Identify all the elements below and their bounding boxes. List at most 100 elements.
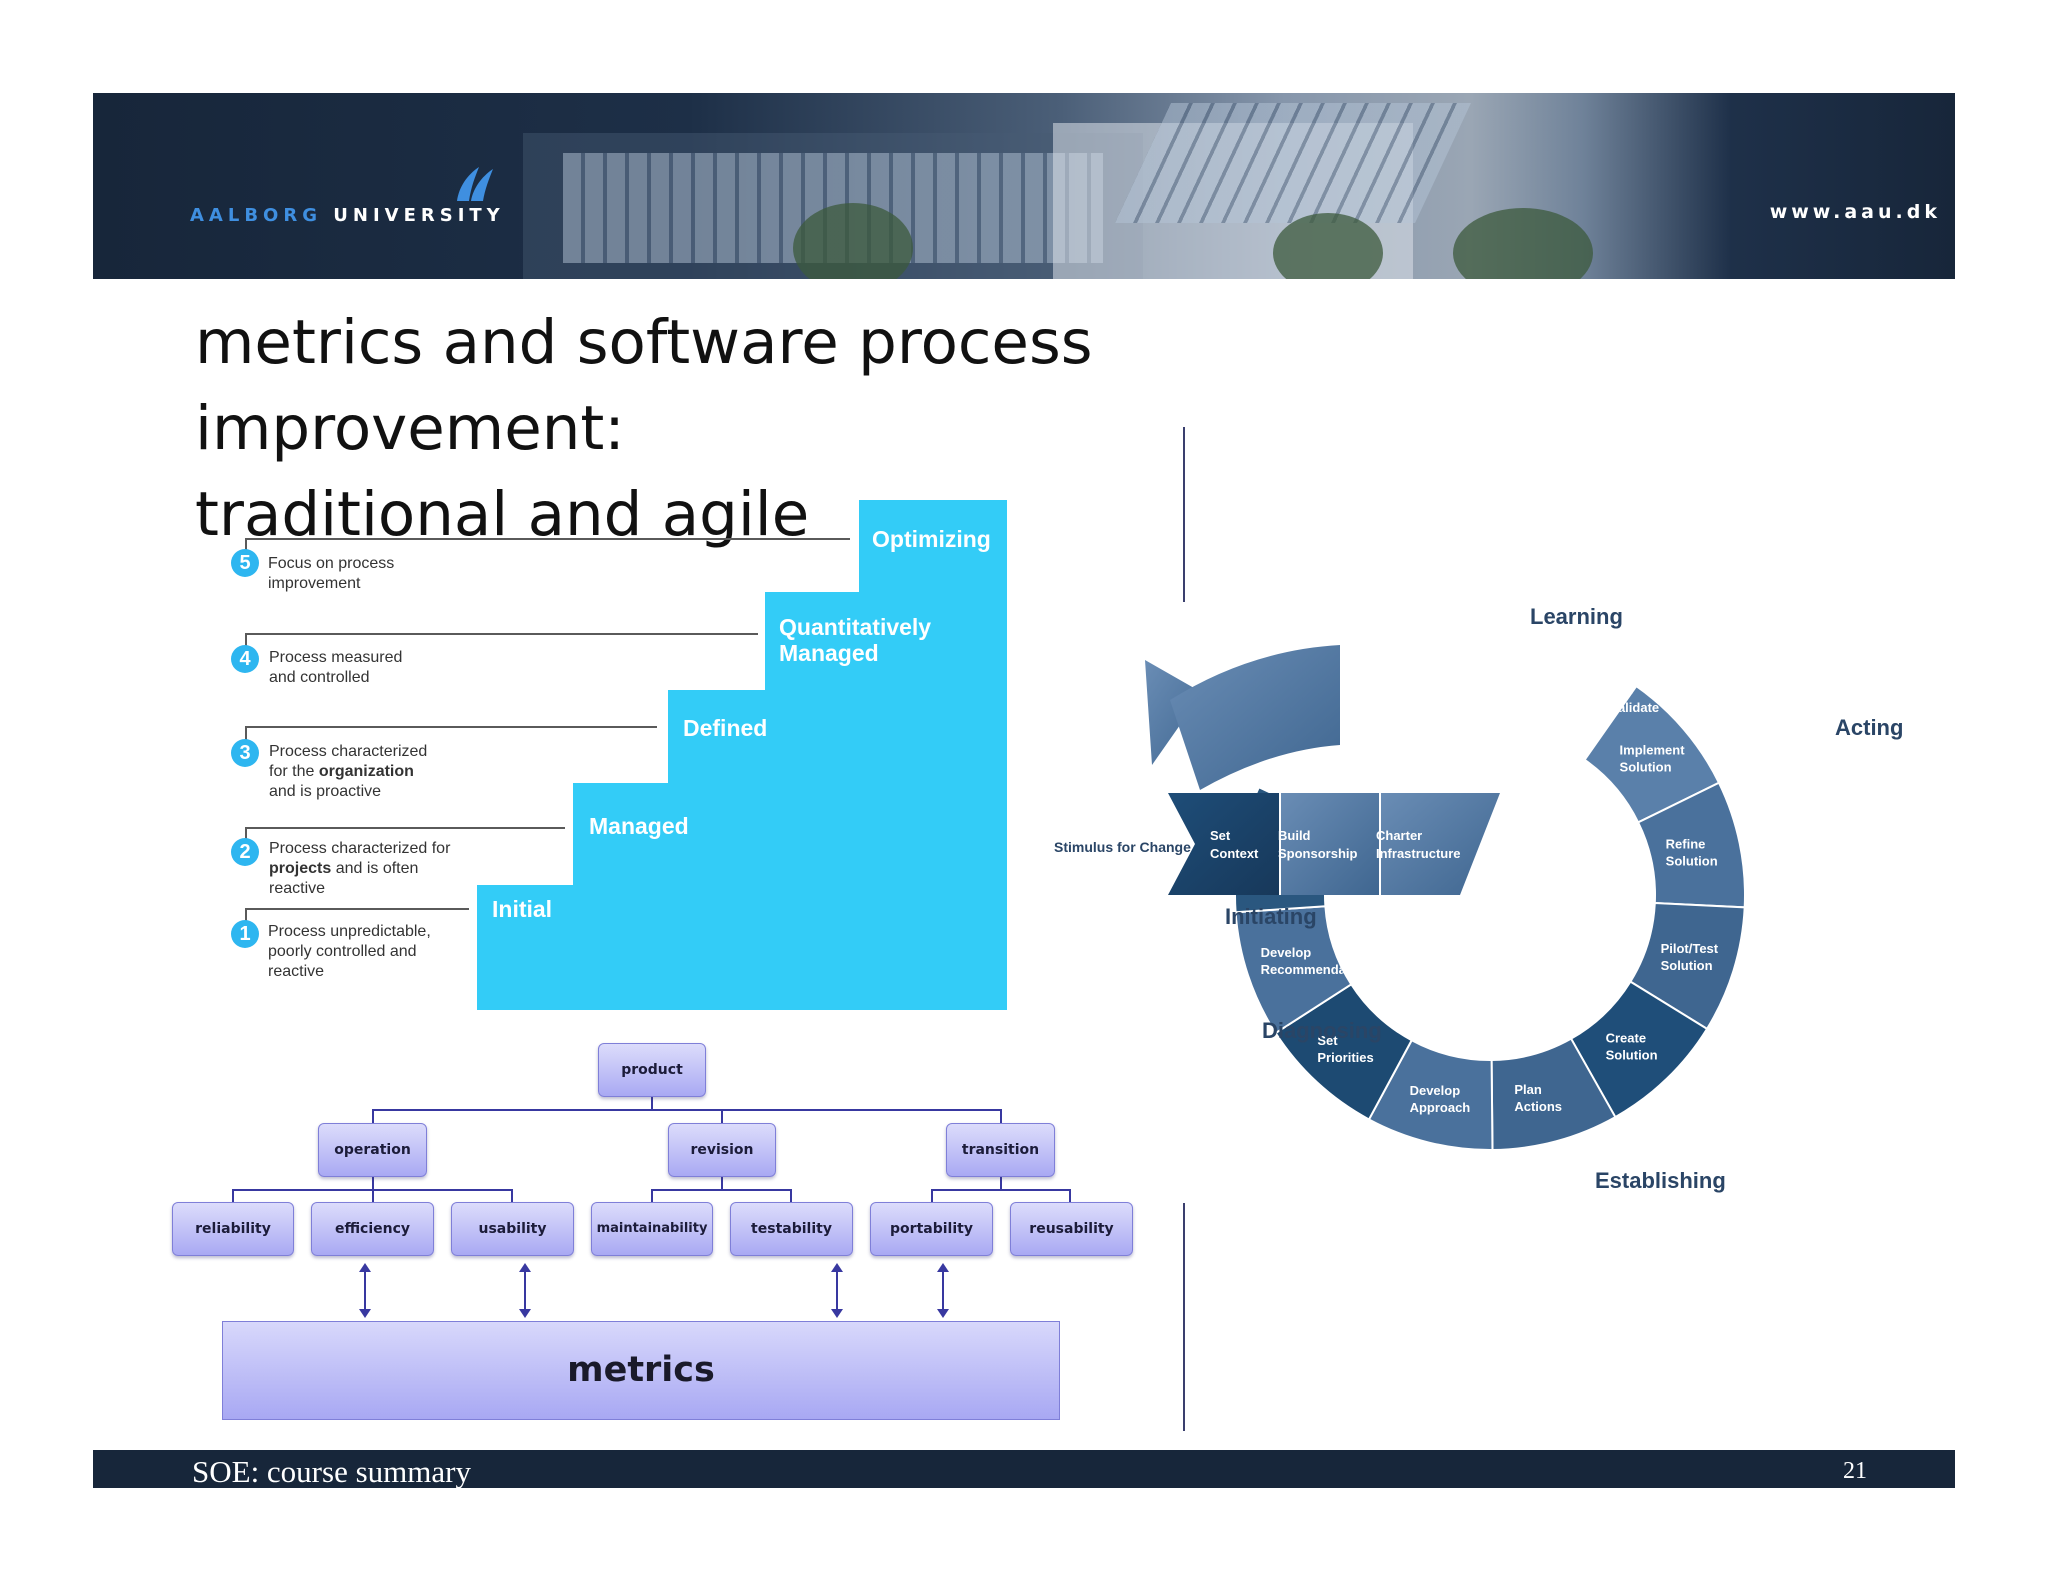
level-3-description: Process characterized for the organizati…	[269, 742, 427, 802]
tree-connector	[651, 1095, 653, 1109]
segment-analyze-validate: Analyze	[1610, 664, 1659, 679]
tree-node-revision: revision	[668, 1123, 776, 1177]
ring-segment-label: Actions	[1514, 1099, 1562, 1114]
ring-segment-label: Pilot/Test	[1661, 941, 1719, 956]
level-4-desc-line2: and controlled	[269, 669, 370, 686]
tree-leaf-efficiency: efficiency	[311, 1202, 434, 1256]
ring-segment-label: Plan	[1514, 1082, 1542, 1097]
level-2-desc-line1: Process characterized for	[269, 840, 451, 857]
page-number: 21	[1843, 1458, 1867, 1484]
ring-segment-label: Recommendations	[1261, 962, 1377, 977]
slide-footer: SOE: course summary 21	[93, 1450, 1955, 1489]
divider-line-top	[1183, 427, 1185, 602]
level-4-number: 4	[231, 645, 259, 673]
slide-title-line1: metrics and software process improvement…	[195, 307, 1093, 464]
level-3-desc-bold: organization	[318, 763, 414, 780]
level-1-number: 1	[231, 920, 259, 948]
level-3-number: 3	[231, 739, 259, 767]
university-name-part1: AALBORG	[190, 205, 322, 226]
level-2-desc-bold: projects	[269, 860, 332, 877]
tree-connector	[372, 1109, 374, 1123]
tree-connector	[232, 1189, 234, 1202]
double-arrow-icon	[937, 1263, 949, 1318]
segment-set-context: Set	[1210, 828, 1231, 843]
segment-charter-infrastructure-line2: Infrastructure	[1376, 846, 1461, 861]
level-2-description: Process characterized for projects and i…	[269, 839, 450, 899]
ring-segment-label: Solution	[1620, 759, 1672, 774]
tree-connector	[1000, 1177, 1002, 1189]
tree-node-product: product	[598, 1043, 706, 1097]
tree-leaf-reliability: reliability	[172, 1202, 294, 1256]
tree-connector	[790, 1189, 792, 1202]
tree	[793, 203, 913, 279]
tree-connector	[511, 1189, 513, 1202]
ring-segment-label: Approach	[1410, 1100, 1471, 1115]
seg-text: Set	[1210, 828, 1231, 843]
ring-segment-label: Refine	[1666, 837, 1706, 852]
tree-connector	[372, 1109, 1002, 1111]
phase-diagnosing: Diagnosing	[1262, 1018, 1382, 1043]
level-5-line	[245, 538, 850, 540]
level-5-tick	[245, 538, 247, 552]
tree	[1273, 213, 1383, 279]
segment-analyze-validate-line2: and	[1610, 682, 1633, 697]
ring-segment-label: Set	[1317, 1033, 1338, 1048]
level-3-desc-line2: for the organization	[269, 762, 427, 782]
phase-initiating: Initiating	[1225, 904, 1317, 929]
tree-connector	[1069, 1189, 1071, 1202]
initiating-band	[1168, 793, 1280, 895]
level-2-desc-line2: projects and is often	[269, 859, 450, 879]
tree-node-operation: operation	[318, 1123, 427, 1177]
double-arrow-icon	[831, 1263, 843, 1318]
tree-connector	[721, 1109, 723, 1123]
level-5-desc-line1: Focus on process	[268, 555, 395, 572]
university-name: AALBORG UNIVERSITY	[190, 205, 505, 226]
cmm-step-label-optimizing: Optimizing	[872, 526, 991, 552]
segment-propose-future-actions-line2: Future	[1504, 704, 1544, 719]
tree-connector	[1000, 1109, 1002, 1123]
tree-leaf-portability: portability	[870, 1202, 993, 1256]
tree-connector	[372, 1177, 374, 1189]
ideal-ring-labels: ImplementSolutionRefineSolutionPilot/Tes…	[1254, 742, 1719, 1114]
level-3-line	[245, 726, 657, 728]
double-arrow-icon	[359, 1263, 371, 1318]
segment-propose-future-actions-line3: Actions	[1504, 722, 1552, 737]
university-url[interactable]: www.aau.dk	[1769, 201, 1941, 223]
tree-leaf-reusability: reusability	[1010, 1202, 1133, 1256]
learning-band	[1170, 645, 1340, 790]
glass-roof	[1115, 103, 1471, 223]
cmm-step-optimizing	[859, 500, 1007, 1010]
tree-connector	[931, 1189, 933, 1202]
level-3-desc-line1: Process characterized	[269, 743, 428, 760]
tree-connector	[931, 1189, 1071, 1191]
level-4-line	[245, 633, 758, 635]
tree	[1453, 208, 1593, 279]
tree-leaf-usability: usability	[451, 1202, 574, 1256]
level-4-desc-line1: Process measured	[269, 649, 403, 666]
level-5-number: 5	[231, 549, 259, 577]
level-2-tick	[245, 827, 247, 841]
phase-learning: Learning	[1530, 604, 1623, 629]
segment-build-sponsorship: Build	[1278, 828, 1311, 843]
cmm-step-label-quantitatively: Quantitatively	[779, 614, 932, 640]
ring-segment-label: Implement	[1620, 742, 1686, 757]
ideal-model-diagram: ImplementSolutionRefineSolutionPilot/Tes…	[1054, 604, 1903, 1193]
phase-acting: Acting	[1835, 715, 1903, 740]
segment-analyze-validate-line3: Validate	[1610, 700, 1659, 715]
ring-segment-label: Create	[1606, 1030, 1646, 1045]
cmm-step-label-quantitatively-managed: Managed	[779, 640, 879, 666]
ring-segment-label: Solution	[1606, 1047, 1658, 1062]
level-1-desc-line2: poorly controlled and	[268, 943, 417, 960]
ring-segment-label: Solution	[1666, 854, 1718, 869]
initiating-band	[1280, 793, 1380, 895]
level-1-line	[245, 908, 469, 910]
cmm-step-label-defined: Defined	[683, 715, 768, 741]
level-1-desc-line1: Process unpredictable,	[268, 923, 431, 940]
metrics-box: metrics	[222, 1321, 1060, 1420]
level-3-desc-line3: and is proactive	[269, 783, 382, 800]
level-1-desc-line3: reactive	[268, 963, 325, 980]
double-arrow-icon	[519, 1263, 531, 1318]
ring-segment-label: Solution	[1661, 958, 1713, 973]
university-name-part2: UNIVERSITY	[333, 205, 505, 226]
segment-set-context-line2: Context	[1210, 846, 1259, 861]
